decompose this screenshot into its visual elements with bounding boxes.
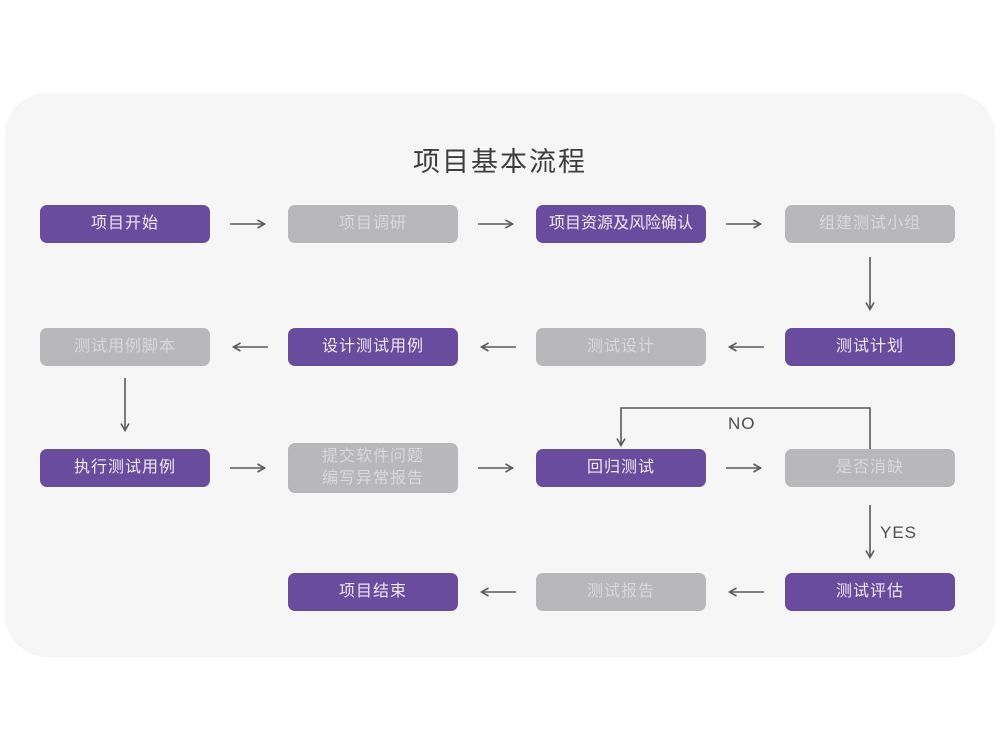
flow-node-regression-test: 回归测试 <box>536 449 706 487</box>
flowchart-card <box>5 93 995 657</box>
flow-node-test-case-script: 测试用例脚本 <box>40 328 210 366</box>
flow-node-project-research: 项目调研 <box>288 205 458 243</box>
page-title: 项目基本流程 <box>413 147 587 177</box>
flow-node-project-end: 项目结束 <box>288 573 458 611</box>
flow-node-test-report: 测试报告 <box>536 573 706 611</box>
flow-node-execute-test-cases: 执行测试用例 <box>40 449 210 487</box>
flow-node-test-plan: 测试计划 <box>785 328 955 366</box>
edge-label-yes: YES <box>880 523 918 542</box>
edge-label-no: NO <box>728 414 756 433</box>
flow-node-build-test-team: 组建测试小组 <box>785 205 955 243</box>
flow-node-test-evaluation: 测试评估 <box>785 573 955 611</box>
flow-node-resources-risk-confirm: 项目资源及风险确认 <box>536 205 706 243</box>
flow-node-defect-cleared: 是否消缺 <box>785 449 955 487</box>
flow-node-design-test-cases: 设计测试用例 <box>288 328 458 366</box>
flow-node-test-design: 测试设计 <box>536 328 706 366</box>
flow-node-project-start: 项目开始 <box>40 205 210 243</box>
flow-node-submit-issue-report: 提交软件问题 编写异常报告 <box>288 443 458 493</box>
